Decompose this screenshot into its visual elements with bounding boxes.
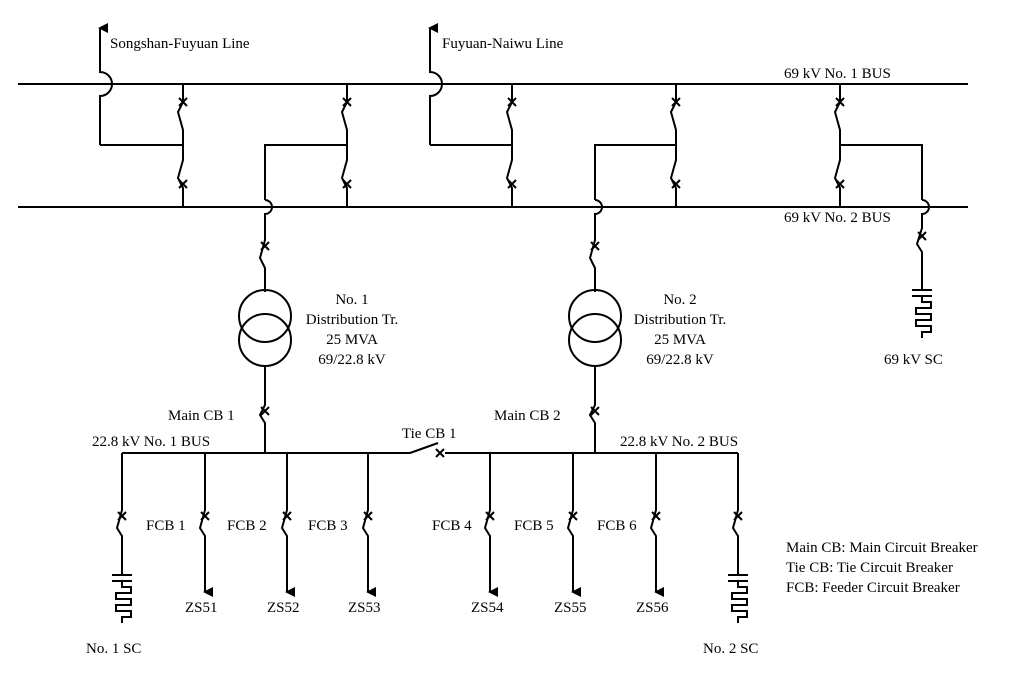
hv-sc-label: 69 kV SC bbox=[884, 352, 943, 368]
fcb-5-label: FCB 5 bbox=[514, 518, 554, 534]
zs56-label: ZS56 bbox=[636, 600, 669, 616]
fcb-4-label: FCB 4 bbox=[432, 518, 472, 534]
transformer-1: No. 1 Distribution Tr. 25 MVA 69/22.8 kV… bbox=[168, 199, 399, 432]
fcb-6-label: FCB 6 bbox=[597, 518, 637, 534]
tie-cb-1: Tie CB 1 bbox=[402, 426, 456, 458]
main-cb-1-label: Main CB 1 bbox=[168, 408, 235, 424]
hv-bay-1 bbox=[176, 84, 188, 207]
no1-sc-branch: No. 1 SC bbox=[86, 453, 141, 657]
hv-bus-1-label: 69 kV No. 1 BUS bbox=[784, 66, 891, 82]
hv-bay-3 bbox=[505, 84, 517, 207]
no1-sc-label: No. 1 SC bbox=[86, 641, 141, 657]
legend-tie-cb: Tie CB: Tie Circuit Breaker bbox=[786, 560, 953, 576]
transformer-1-label-no: No. 1 bbox=[335, 292, 368, 308]
feeder-3: FCB 3 ZS53 bbox=[308, 453, 381, 616]
feeder-4: FCB 4 ZS54 bbox=[432, 453, 504, 616]
songshan-fuyuan-line: Songshan-Fuyuan Line bbox=[98, 23, 250, 146]
hv-bus-2-label: 69 kV No. 2 BUS bbox=[784, 210, 891, 226]
fuyuan-naiwu-label: Fuyuan-Naiwu Line bbox=[442, 36, 564, 52]
transformer-2: No. 2 Distribution Tr. 25 MVA 69/22.8 kV… bbox=[494, 199, 727, 432]
transformer-1-label-type: Distribution Tr. bbox=[306, 312, 399, 328]
transformer-2-label-rating: 25 MVA bbox=[654, 332, 706, 348]
no2-sc-label: No. 2 SC bbox=[703, 641, 758, 657]
feeder-1: FCB 1 ZS51 bbox=[146, 453, 218, 616]
tie-cb-1-label: Tie CB 1 bbox=[402, 426, 456, 442]
hv-bay-4 bbox=[594, 84, 681, 207]
fcb-3-label: FCB 3 bbox=[308, 518, 348, 534]
zs54-label: ZS54 bbox=[471, 600, 504, 616]
mv-bus-2-label: 22.8 kV No. 2 BUS bbox=[620, 434, 738, 450]
legend-main-cb: Main CB: Main Circuit Breaker bbox=[786, 540, 978, 556]
feeder-5: FCB 5 ZS55 bbox=[514, 453, 587, 616]
transformer-2-label-voltage: 69/22.8 kV bbox=[646, 352, 714, 368]
mv-bus-1-label: 22.8 kV No. 1 BUS bbox=[92, 434, 210, 450]
feeder-6: FCB 6 ZS56 bbox=[597, 453, 669, 616]
fcb-1-label: FCB 1 bbox=[146, 518, 186, 534]
hv-bay-2 bbox=[264, 84, 352, 207]
zs52-label: ZS52 bbox=[267, 600, 300, 616]
zs55-label: ZS55 bbox=[554, 600, 587, 616]
feeder-2: FCB 2 ZS52 bbox=[227, 453, 300, 616]
songshan-fuyuan-label: Songshan-Fuyuan Line bbox=[110, 36, 250, 52]
legend-fcb: FCB: Feeder Circuit Breaker bbox=[786, 580, 960, 596]
transformer-2-label-no: No. 2 bbox=[663, 292, 696, 308]
no2-sc-branch: No. 2 SC bbox=[703, 453, 758, 657]
transformer-1-label-rating: 25 MVA bbox=[326, 332, 378, 348]
hv-bay-5 bbox=[833, 84, 923, 207]
main-cb-2-label: Main CB 2 bbox=[494, 408, 561, 424]
hv-sc-branch: 69 kV SC bbox=[884, 199, 943, 368]
zs51-label: ZS51 bbox=[185, 600, 218, 616]
zs53-label: ZS53 bbox=[348, 600, 381, 616]
transformer-1-label-voltage: 69/22.8 kV bbox=[318, 352, 386, 368]
fcb-2-label: FCB 2 bbox=[227, 518, 267, 534]
fuyuan-naiwu-line: Fuyuan-Naiwu Line bbox=[428, 23, 564, 146]
transformer-2-label-type: Distribution Tr. bbox=[634, 312, 727, 328]
legend: Main CB: Main Circuit Breaker Tie CB: Ti… bbox=[786, 540, 978, 596]
